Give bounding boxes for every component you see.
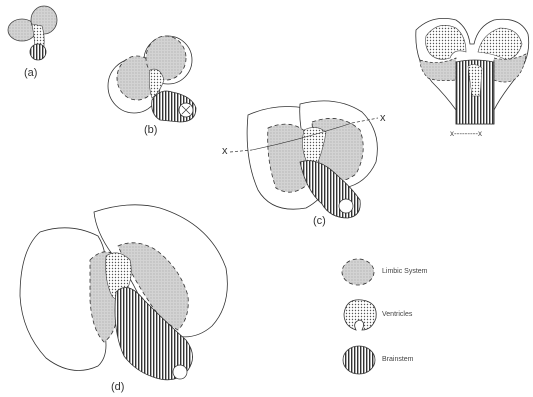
section-marker-right: x (380, 112, 386, 124)
legend-label-brainstem: Brainstem (382, 356, 414, 364)
brainstem-icon (343, 346, 375, 374)
figure-d-label: (d) (111, 381, 124, 393)
legend (342, 259, 376, 374)
figure-c-label: (c) (313, 215, 326, 227)
figure-b (108, 36, 196, 122)
cross-section (416, 18, 529, 124)
legend-label-limbic-system: Limbic System (382, 268, 428, 276)
figure-d (20, 205, 227, 380)
figure-b-label: (b) (144, 124, 157, 136)
figure-a (8, 6, 57, 60)
legend-label-ventricles: Ventricles (382, 311, 412, 319)
cross-section-label: x---------x (450, 128, 482, 140)
limbic-system-icon (342, 259, 374, 285)
section-marker-left: x (222, 145, 228, 157)
ventricles-icon (344, 300, 376, 330)
figure-a-label: (a) (24, 67, 37, 79)
figure-c (230, 101, 378, 218)
